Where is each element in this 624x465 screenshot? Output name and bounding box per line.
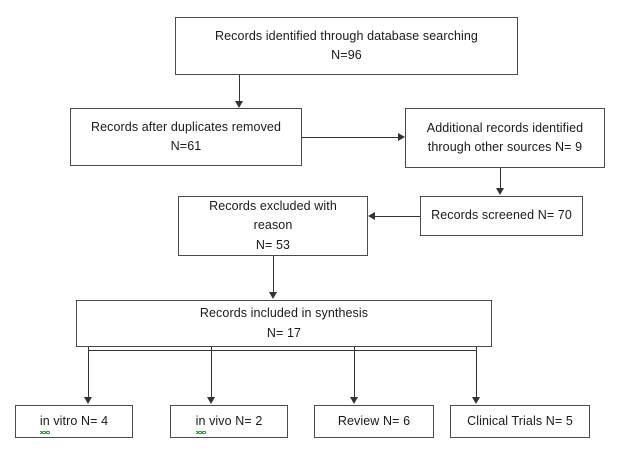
node-duplicates-removed: Records after duplicates removed N=61 (70, 108, 302, 166)
node-additional-records-line1: Additional records identified (426, 120, 584, 135)
connector-included-stub-clinical (476, 347, 477, 351)
arrowhead-screened-to-excluded (368, 212, 375, 220)
node-records-identified-line2: N=96 (331, 48, 362, 62)
node-records-included-line1: Records included in synthesis (199, 306, 369, 321)
connector-included-stub-review (354, 347, 355, 351)
spellcheck-underline-in-vivo: in (195, 412, 206, 435)
connector-identified-to-duplicates (239, 75, 240, 102)
node-review-label: Review N= 6 (337, 413, 411, 428)
node-additional-records-line2: through other sources N= 9 (427, 140, 583, 154)
node-clinical-trials-label: Clinical Trials N= 5 (467, 413, 573, 428)
arrowhead-excluded-to-included (269, 292, 277, 299)
spellcheck-underline-in-vitro: in (39, 412, 50, 435)
connector-to-in-vivo (211, 350, 212, 398)
connector-distribution-bar (88, 350, 476, 351)
connector-duplicates-to-additional (302, 137, 398, 138)
connector-to-in-vitro (88, 350, 89, 398)
connector-screened-to-excluded (375, 216, 420, 217)
connector-included-stub-in-vitro (88, 347, 89, 351)
node-clinical-trials: Clinical Trials N= 5 (450, 405, 590, 438)
node-duplicates-removed-line1: Records after duplicates removed (90, 119, 282, 134)
arrowhead-to-in-vitro (84, 397, 92, 404)
node-records-identified: Records identified through database sear… (175, 17, 518, 75)
node-records-screened: Records screened N= 70 (420, 196, 583, 236)
node-duplicates-removed-line2: N=61 (170, 139, 202, 153)
node-records-included: Records included in synthesis N= 17 (76, 300, 492, 347)
arrowhead-to-in-vivo (207, 397, 215, 404)
connector-to-clinical-trials (476, 350, 477, 398)
node-review: Review N= 6 (314, 405, 434, 438)
node-in-vivo-label: in vivo N= 2 (195, 412, 263, 435)
node-in-vivo-rest: vivo N= 2 (205, 413, 263, 428)
arrowhead-additional-to-screened (496, 188, 504, 195)
arrowhead-to-clinical-trials (472, 397, 480, 404)
node-records-excluded-line3: N= 53 (255, 237, 291, 252)
node-in-vitro-rest: vitro N= 4 (49, 413, 109, 428)
node-in-vitro: in vitro N= 4 (15, 405, 133, 438)
connector-included-stub-in-vivo (211, 347, 212, 351)
connector-to-review (354, 350, 355, 398)
node-additional-records: Additional records identified through ot… (405, 108, 605, 168)
node-records-identified-line1: Records identified through database sear… (214, 28, 478, 43)
node-records-excluded-line2: reason (253, 218, 293, 233)
connector-excluded-to-included (273, 256, 274, 293)
arrowhead-duplicates-to-additional (398, 133, 405, 141)
node-records-screened-line1: Records screened N= 70 (431, 208, 572, 223)
arrowhead-to-review (350, 397, 358, 404)
node-records-excluded-line1: Records excluded with (209, 198, 337, 213)
connector-additional-to-screened (500, 168, 501, 189)
node-in-vitro-label: in vitro N= 4 (39, 412, 109, 435)
node-in-vivo: in vivo N= 2 (170, 405, 288, 438)
node-records-included-line2: N= 17 (266, 325, 302, 340)
arrowhead-identified-to-duplicates (235, 101, 243, 108)
node-records-excluded: Records excluded with reason N= 53 (178, 196, 368, 256)
